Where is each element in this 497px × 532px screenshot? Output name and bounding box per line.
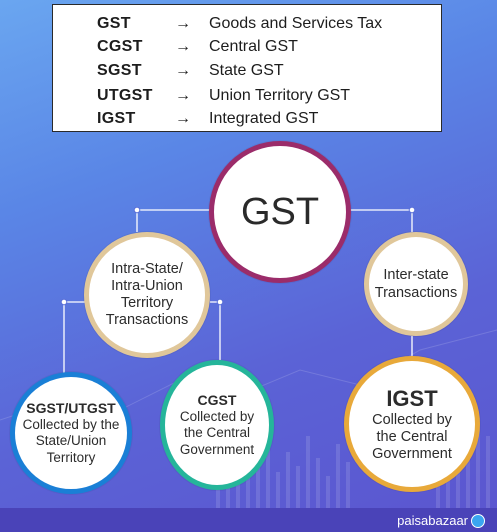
legend-row-igst: IGST → Integrated GST — [53, 110, 441, 132]
intra-line-2: Intra-Union — [111, 278, 183, 294]
brand-logo: paisabazaar — [397, 513, 485, 528]
legend-row-cgst: CGST → Central GST — [53, 38, 441, 60]
inter-line-2: Transactions — [374, 285, 458, 301]
footer-bar — [0, 508, 497, 532]
intra-line-3: Territory — [120, 295, 174, 311]
igst-line-1: Collected by — [372, 411, 452, 428]
legend-abbr: UTGST — [97, 87, 153, 104]
gst-node: GST — [209, 141, 351, 283]
sgst-line-2: State/Union — [35, 433, 107, 448]
legend-full: Integrated GST — [209, 110, 319, 127]
brand-name: paisabazaar — [397, 513, 468, 528]
cgst-line-3: Government — [179, 441, 255, 457]
arrow-icon: → — [175, 110, 191, 127]
intra-line-4: Transactions — [105, 312, 189, 328]
cgst-node: CGST Collected by the Central Government — [160, 360, 274, 490]
legend-row-sgst: SGST → State GST — [53, 62, 441, 84]
arrow-icon: → — [175, 87, 191, 104]
legend-abbr: GST — [97, 15, 131, 32]
cgst-title: CGST — [197, 392, 237, 408]
brand-logo-icon — [471, 513, 485, 528]
legend-row-gst: GST → Goods and Services Tax — [53, 15, 441, 37]
legend-abbr: IGST — [97, 110, 136, 127]
cgst-line-1: Collected by — [179, 408, 255, 424]
intra-line-1: Intra-State/ — [111, 261, 183, 277]
sgst-line-1: Collected by the — [22, 416, 120, 432]
legend-full: Goods and Services Tax — [209, 15, 383, 32]
igst-node: IGST Collected by the Central Government — [344, 356, 480, 492]
cgst-line-2: the Central — [183, 425, 251, 440]
connector-intra-cgst — [210, 301, 221, 360]
arrow-icon: → — [175, 38, 191, 55]
gst-node-label: GST — [240, 190, 320, 233]
connector-gst-inter — [350, 209, 413, 232]
legend-full: State GST — [209, 62, 284, 79]
connector-gst-intra — [136, 209, 210, 232]
legend-row-utgst: UTGST → Union Territory GST — [53, 87, 441, 109]
legend-abbr: CGST — [97, 38, 143, 55]
legend-full: Union Territory GST — [209, 87, 351, 104]
sgst-line-3: Territory — [46, 449, 96, 465]
intra-state-node: Intra-State/ Intra-Union Territory Trans… — [84, 232, 210, 358]
inter-state-node: Inter-state Transactions — [364, 232, 468, 336]
inter-line-1: Inter-state — [383, 267, 449, 283]
arrow-icon: → — [175, 62, 191, 79]
legend-abbr: SGST — [97, 62, 142, 79]
igst-title: IGST — [386, 385, 438, 411]
igst-line-2: the Central — [376, 428, 448, 445]
sgst-node: SGST/UTGST Collected by the State/Union … — [10, 372, 132, 494]
igst-line-3: Government — [372, 445, 452, 462]
arrow-icon: → — [175, 15, 191, 32]
legend-full: Central GST — [209, 38, 298, 55]
legend-box: GST → Goods and Services Tax CGST → Cent… — [52, 4, 442, 132]
sgst-title: SGST/UTGST — [26, 400, 116, 416]
